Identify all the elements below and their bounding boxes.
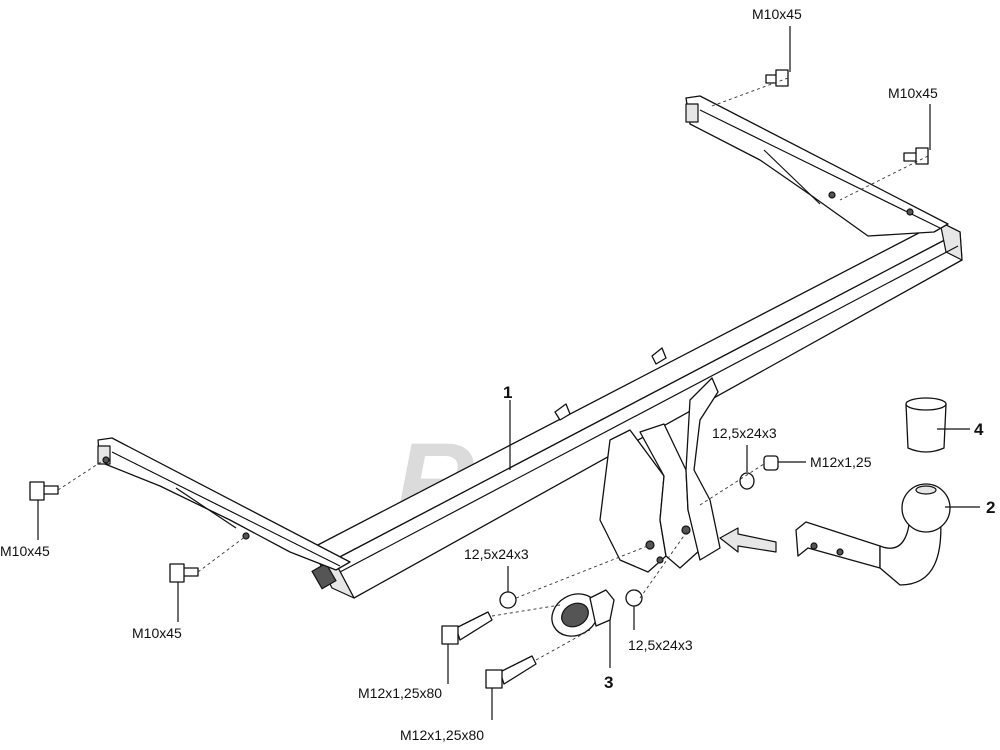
label-bolt-top-1: M10x45 [752, 6, 802, 22]
label-bolt-left-2: M10x45 [132, 625, 182, 641]
crossbar-part-1 [311, 221, 963, 599]
callout-part-1: 1 [503, 383, 512, 402]
label-nut-upper: M12x1,25 [810, 454, 872, 470]
label-washer-lower: 12,5x24x3 [628, 637, 693, 653]
left-side-arm [97, 437, 351, 571]
bolt-top-1-shape [765, 69, 789, 87]
bolt-left-1-shape [29, 481, 59, 501]
nut-upper-shape [763, 455, 779, 471]
bolt-long-1-shape [441, 611, 493, 645]
washer-mid-shape [499, 591, 517, 609]
assembly-lines [57, 77, 929, 661]
label-washer-upper: 12,5x24x3 [712, 425, 777, 441]
ball-neck-part-2 [795, 483, 951, 586]
label-bolt-long-1: M12x1,25x80 [358, 685, 442, 701]
label-bolt-long-2: M12x1,25x80 [400, 727, 484, 743]
callout-part-3: 3 [604, 673, 613, 692]
bolt-long-2-shape [485, 655, 537, 689]
washer-lower-shape [625, 589, 643, 607]
callout-part-2: 2 [986, 498, 995, 517]
bolt-top-2-shape [903, 147, 929, 165]
insertion-arrow [719, 527, 777, 553]
leader-lines [37, 26, 980, 720]
center-mounting-plates [599, 377, 721, 573]
ball-cap-part-4 [905, 397, 947, 453]
socket-plate-part-3 [551, 589, 615, 637]
right-side-arm [685, 95, 949, 237]
label-bolt-top-2: M10x45 [888, 85, 938, 101]
label-washer-mid: 12,5x24x3 [464, 546, 529, 562]
labels: M10x45 M10x45 M10x45 M10x45 12,5x24x3 M1… [0, 6, 995, 743]
washer-upper-shape [739, 472, 755, 490]
callout-part-4: 4 [974, 420, 984, 439]
bolt-left-2-shape [169, 563, 199, 583]
label-bolt-left-1: M10x45 [0, 543, 50, 559]
